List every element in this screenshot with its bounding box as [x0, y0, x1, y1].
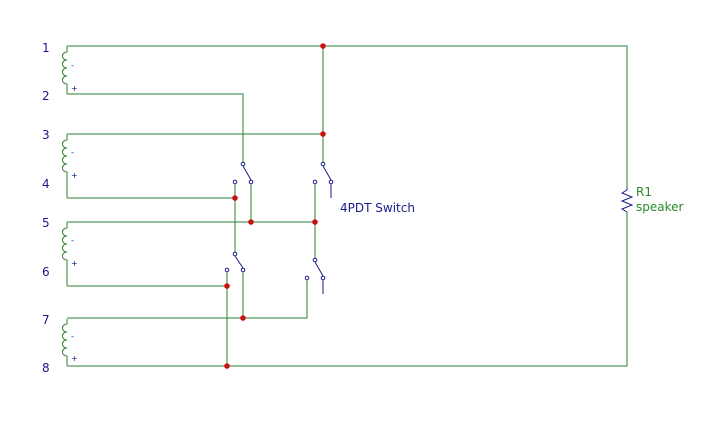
- junction-dot: [240, 315, 246, 321]
- junction-dot: [232, 195, 238, 201]
- pin-label-4: 4: [42, 177, 50, 191]
- coil-1: [62, 46, 68, 94]
- wire-pin7: [67, 278, 308, 319]
- pin-label-3: 3: [42, 128, 50, 142]
- coil-1-plus: +: [71, 84, 78, 93]
- coil-4: [62, 319, 68, 366]
- resistor-ref: R1: [636, 185, 652, 199]
- coil-1-minus: -: [71, 61, 74, 70]
- switch-pole-c: [224, 251, 246, 273]
- junction-dot: [224, 363, 230, 369]
- coil-3-minus: -: [71, 236, 74, 245]
- pin-label-2: 2: [42, 89, 50, 103]
- pin-label-6: 6: [42, 265, 50, 279]
- junction-dot: [248, 219, 254, 225]
- coil-3-plus: +: [71, 259, 78, 268]
- wire-pin2: [67, 93, 244, 164]
- resistor-name: speaker: [636, 200, 684, 214]
- junction-dot: [224, 283, 230, 289]
- switch-pole-a: [232, 161, 254, 185]
- coil-2-plus: +: [71, 171, 78, 180]
- pin-label-7: 7: [42, 313, 50, 327]
- junction-dot: [320, 43, 326, 49]
- switch-pole-b: [312, 161, 334, 198]
- junction-dot: [320, 131, 326, 137]
- coil-2-minus: -: [71, 148, 74, 157]
- switch-pole-d: [304, 257, 326, 294]
- coil-2: [62, 134, 68, 198]
- coil-4-minus: -: [71, 332, 74, 341]
- resistor-r1: [620, 188, 634, 213]
- pin-label-5: 5: [42, 216, 50, 230]
- wire-bottom-bus: [67, 212, 628, 367]
- coil-4-plus: +: [71, 354, 78, 363]
- coil-3: [62, 222, 68, 286]
- pin-label-1: 1: [42, 41, 50, 55]
- junctions: [224, 43, 326, 369]
- junction-dot: [312, 219, 318, 225]
- wire-top-bus: [67, 45, 628, 188]
- pin-label-8: 8: [42, 361, 50, 375]
- switch-label: 4PDT Switch: [340, 201, 415, 215]
